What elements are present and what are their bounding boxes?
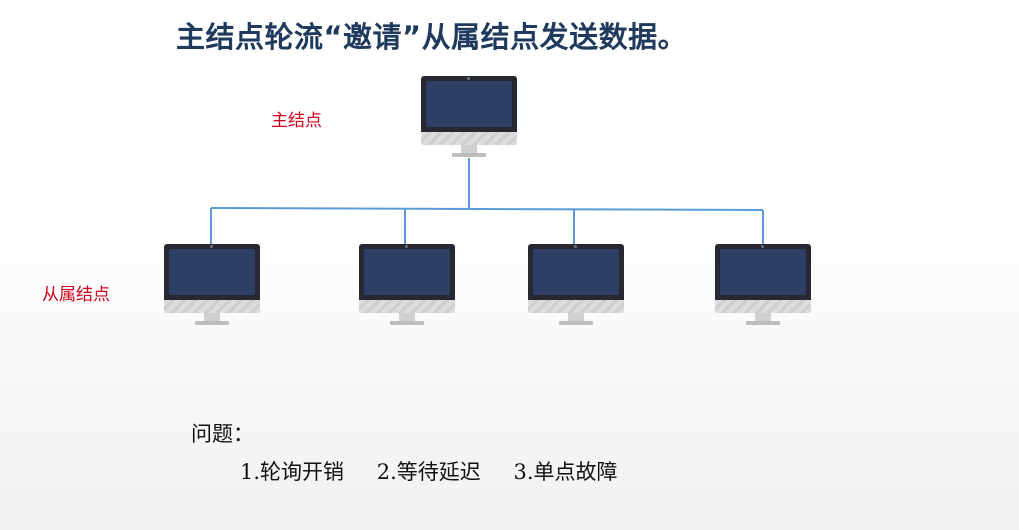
monitor-chin (528, 300, 624, 313)
monitor-neck (399, 313, 415, 321)
monitor-base (195, 321, 229, 325)
master-node-label: 主结点 (271, 111, 322, 131)
monitor-neck (204, 313, 220, 321)
bus-line (210, 207, 764, 211)
monitor-camera (761, 245, 764, 248)
monitor-neck (755, 313, 771, 321)
problems-list: 1.轮询开销 2.等待延迟 3.单点故障 (240, 456, 644, 486)
monitor-screen (533, 249, 619, 295)
monitor-camera (210, 245, 213, 248)
monitor-base (746, 321, 780, 325)
monitor-base (390, 321, 424, 325)
monitor-neck (568, 313, 584, 321)
slave-node-monitor-icon (528, 244, 624, 328)
monitor-screen (169, 249, 255, 295)
slave-node-monitor-icon (359, 244, 455, 328)
problem-item-waiting-delay: 2.等待延迟 (376, 460, 481, 484)
problems-heading: 问题： (191, 422, 254, 446)
problem-item-polling-overhead: 1.轮询开销 (240, 460, 345, 484)
slave-node-monitor-icon (164, 244, 260, 328)
monitor-chin (164, 300, 260, 313)
monitor-base (559, 321, 593, 325)
page-title: 主结点轮流“邀请”从属结点发送数据。 (176, 20, 688, 54)
slave-node-label: 从属结点 (42, 285, 110, 305)
monitor-neck (461, 145, 477, 153)
problem-item-single-point-failure: 3.单点故障 (513, 460, 618, 484)
monitor-camera (574, 245, 577, 248)
monitor-screen (426, 81, 512, 127)
monitor-screen (364, 249, 450, 295)
slave-node-monitor-icon (715, 244, 811, 328)
monitor-camera (405, 245, 408, 248)
monitor-chin (359, 300, 455, 313)
master-node-monitor-icon (421, 76, 517, 160)
monitor-screen (720, 249, 806, 295)
monitor-chin (715, 300, 811, 313)
monitor-chin (421, 132, 517, 145)
monitor-base (452, 153, 486, 157)
monitor-camera (467, 77, 470, 80)
